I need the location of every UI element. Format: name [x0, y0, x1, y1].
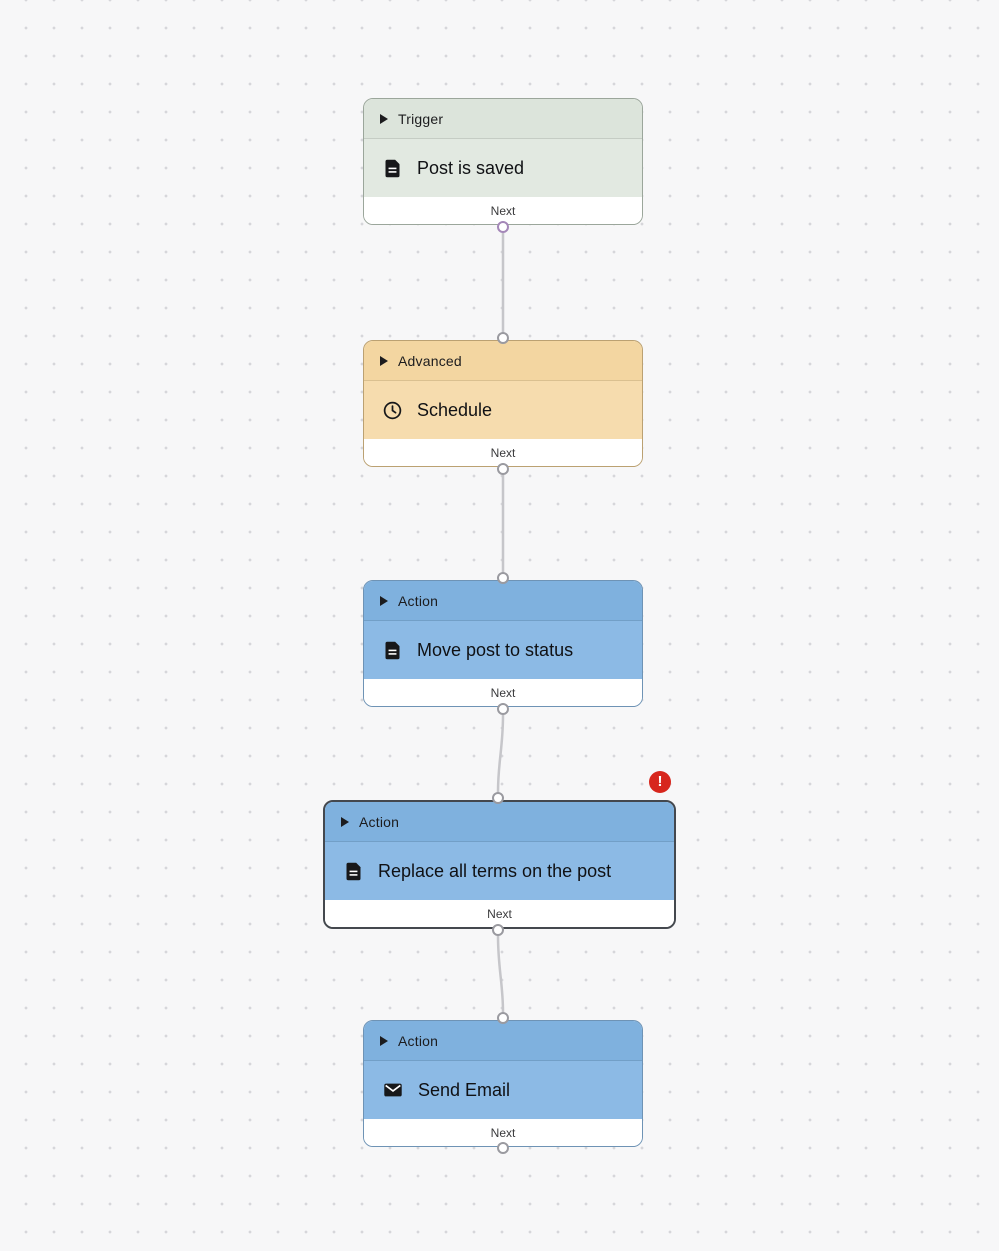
next-label: Next [490, 685, 516, 700]
node-body[interactable]: Schedule [364, 381, 642, 439]
node-header[interactable]: Trigger [364, 99, 642, 139]
document-icon [343, 861, 364, 882]
output-port[interactable] [497, 221, 509, 233]
node-action-move-post[interactable]: Action Move post to status Next [363, 580, 643, 707]
output-port[interactable] [497, 1142, 509, 1154]
node-action-replace-terms[interactable]: Action Replace all terms on the post Nex… [323, 800, 676, 929]
node-trigger[interactable]: Trigger Post is saved Next [363, 98, 643, 225]
node-body[interactable]: Send Email [364, 1061, 642, 1119]
clock-icon [382, 400, 403, 421]
node-category-label: Trigger [398, 110, 444, 127]
node-category-label: Advanced [398, 352, 462, 369]
node-category-label: Action [398, 1032, 439, 1049]
node-header[interactable]: Advanced [364, 341, 642, 381]
node-category-label: Action [398, 592, 439, 609]
connection [496, 714, 505, 793]
output-port[interactable] [497, 463, 509, 475]
node-title: Replace all terms on the post [378, 860, 612, 881]
node-footer: Next [364, 679, 642, 706]
envelope-icon [382, 1079, 404, 1101]
input-port[interactable] [492, 792, 504, 804]
collapse-triangle-icon[interactable] [341, 816, 349, 827]
node-title: Schedule [417, 399, 493, 420]
output-port[interactable] [492, 924, 504, 936]
node-body[interactable]: Post is saved [364, 139, 642, 197]
input-port[interactable] [497, 572, 509, 584]
node-header[interactable]: Action [364, 581, 642, 621]
output-port[interactable] [497, 703, 509, 715]
node-footer: Next [325, 900, 674, 927]
node-body[interactable]: Replace all terms on the post [325, 842, 674, 900]
node-advanced[interactable]: Advanced Schedule Next [363, 340, 643, 467]
node-footer: Next [364, 1119, 642, 1146]
node-action-send-email[interactable]: Action Send Email Next [363, 1020, 643, 1147]
node-title: Post is saved [417, 157, 525, 178]
next-label: Next [490, 203, 516, 218]
node-title: Send Email [418, 1079, 511, 1100]
node-footer: Next [364, 197, 642, 224]
next-label: Next [490, 445, 516, 460]
input-port[interactable] [497, 332, 509, 344]
node-body[interactable]: Move post to status [364, 621, 642, 679]
collapse-triangle-icon[interactable] [380, 1035, 388, 1046]
collapse-triangle-icon[interactable] [380, 355, 388, 366]
next-label: Next [490, 1125, 516, 1140]
collapse-triangle-icon[interactable] [380, 113, 388, 124]
node-footer: Next [364, 439, 642, 466]
node-category-label: Action [359, 813, 400, 830]
connection [496, 935, 505, 1013]
document-icon [382, 640, 403, 661]
collapse-triangle-icon[interactable] [380, 595, 388, 606]
input-port[interactable] [497, 1012, 509, 1024]
node-header[interactable]: Action [364, 1021, 642, 1061]
error-badge-icon[interactable]: ! [649, 771, 671, 793]
next-label: Next [487, 906, 512, 921]
node-title: Move post to status [417, 639, 574, 660]
document-icon [382, 158, 403, 179]
node-header[interactable]: Action [325, 802, 674, 842]
